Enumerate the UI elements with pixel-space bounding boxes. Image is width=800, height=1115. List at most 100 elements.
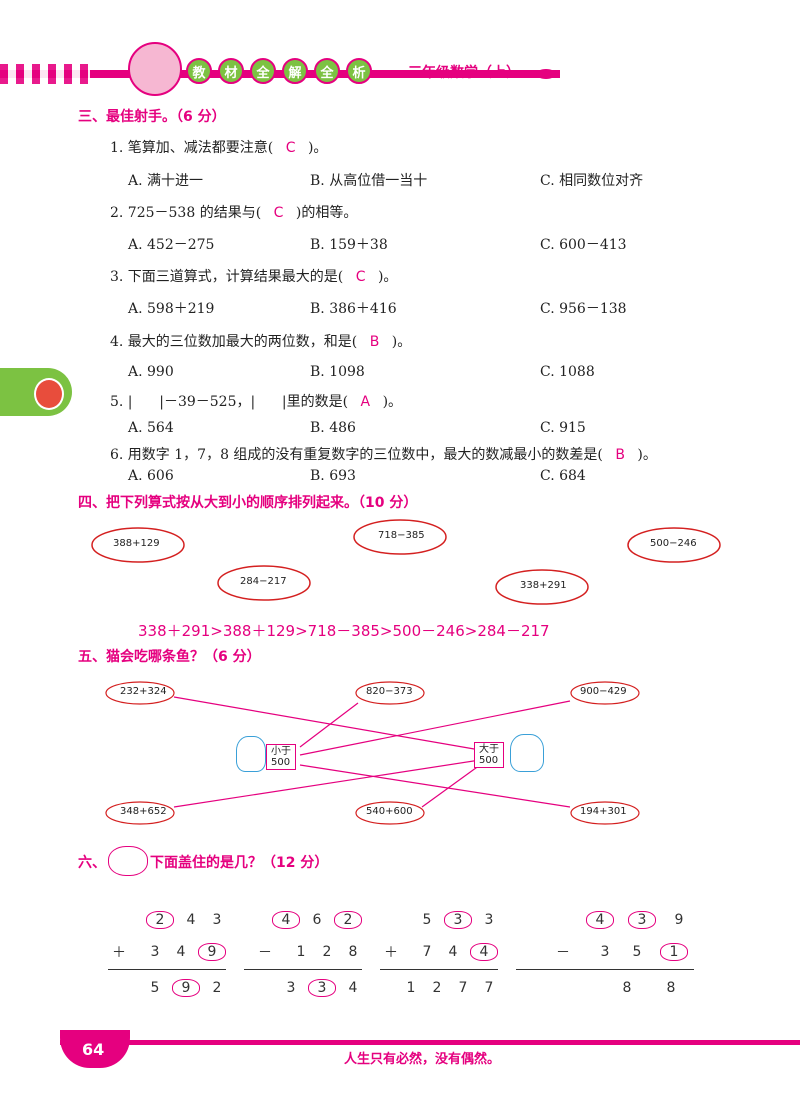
section-6-title-pre: 六、 [78,855,106,871]
girl-logo [128,42,182,96]
digit: 5 [150,980,160,996]
ellipse-label: 388+129 [113,538,160,549]
covered-digit: 2 [334,911,362,929]
question: 2. 725－538 的结果与( C )的相等。 [110,202,357,222]
fish-label: 194+301 [580,806,627,817]
result-row: 1 2 7 7 [380,970,498,1006]
question: 5. | |－39－525，| |里的数是( A )。 [110,391,402,411]
question-stem: 3. 下面三道算式，计算结果最大的是( [110,269,344,285]
page-number-badge [60,1030,130,1068]
title-char: 全 [250,58,276,84]
answer: B [369,334,380,350]
digit: 3 [150,944,160,960]
section-4-ellipses [91,519,721,605]
question-stem: 1. 笔算加、减法都要注意( [110,140,274,156]
digit: 3 [286,980,296,996]
question-stem-end: )。 [382,394,403,410]
operator: － [258,945,272,961]
section-5-title: 五、猫会吃哪条鱼？（6 分） [78,649,261,665]
result-row: 3 3 4 [244,970,362,1006]
section-4-title: 四、把下列算式按从大到小的顺序排列起来。（10 分） [78,495,418,511]
row1: 4 6 2 [244,905,362,935]
header-deco [536,69,556,79]
covered-digit: 4 [586,911,614,929]
covered-digit: 4 [272,911,300,929]
answer: B [615,447,625,463]
digit: 4 [448,944,458,960]
row1: 5 3 3 [380,905,498,935]
sign-text: 大于 [479,744,499,755]
fish-label: 820−373 [366,686,413,697]
option: B. 159＋38 [310,237,388,253]
result-row: 5 9 2 [108,970,226,1006]
question-stem-end: )。 [391,334,412,350]
row2: － 3 5 1 [516,935,694,970]
option: A. 452－275 [128,237,215,253]
option: C. 915 [540,420,586,436]
option: C. 600－413 [540,237,627,253]
row1: 2 4 3 [108,905,226,935]
cloud-icon [108,846,148,876]
answer: C [273,205,284,221]
digit: 2 [432,980,442,996]
digit: 5 [632,944,642,960]
title-char: 材 [218,58,244,84]
row2: － 1 2 8 [244,935,362,970]
answer: C [355,269,366,285]
header-checker [0,64,90,84]
option: B. 693 [310,468,356,484]
covered-digit: 9 [172,979,200,997]
option: C. 1088 [540,364,595,380]
covered-digit: 9 [198,943,226,961]
ellipse-label: 718−385 [378,530,425,541]
footer-bar [60,1040,800,1045]
cat-right-icon [510,734,544,772]
answer: C [285,140,296,156]
question: 3. 下面三道算式，计算结果最大的是( C )。 [110,266,397,286]
covered-digit: 3 [308,979,336,997]
option: B. 486 [310,420,356,436]
option: A. 598＋219 [128,301,215,317]
operator: ＋ [112,945,126,961]
question: 1. 笔算加、减法都要注意( C )。 [110,137,327,157]
digit: 4 [186,912,196,928]
title-char: 析 [346,58,372,84]
covered-digit: 1 [660,943,688,961]
cat-left-icon [236,736,266,772]
title-char: 全 [314,58,340,84]
page-number: 64 [82,1040,105,1059]
digit: 1 [296,944,306,960]
sign-text: 小于 [271,746,291,757]
digit: 3 [212,912,222,928]
fish-lines [105,681,640,825]
result-row: 8 8 [516,970,694,1006]
fish-label: 900−429 [580,686,627,697]
section-4-answer: 338＋291>388＋129>718－385>500－246>284－217 [138,622,550,640]
vertical-problem: 4 3 9 － 3 5 1 8 8 [516,905,694,1006]
option: B. 386＋416 [310,301,397,317]
digit: 7 [484,980,494,996]
option: B. 从高位借一当十 [310,173,428,189]
question-stem-end: )。 [377,269,398,285]
row2: ＋ 7 4 4 [380,935,498,970]
fish-label: 348+652 [120,806,167,817]
digit: 2 [322,944,332,960]
option: A. 满十进一 [128,173,204,189]
header-subtitle: 三年级数学（上） [408,65,520,81]
digit: 3 [600,944,610,960]
ellipse-label: 338+291 [520,580,567,591]
mascot-icon [34,378,64,410]
covered-digit: 4 [470,943,498,961]
covered-digit: 3 [444,911,472,929]
question-stem-end: )。 [637,447,657,463]
row1: 4 3 9 [516,905,694,935]
digit: 1 [406,980,416,996]
digit: 8 [666,980,676,996]
digit: 7 [422,944,432,960]
vertical-problem: 2 4 3 ＋ 3 4 9 5 9 2 [108,905,226,1006]
digit: 6 [312,912,322,928]
digit: 9 [674,912,684,928]
digit: 3 [484,912,494,928]
option: B. 1098 [310,364,365,380]
question: 4. 最大的三位数加最大的两位数，和是( B )。 [110,331,411,351]
